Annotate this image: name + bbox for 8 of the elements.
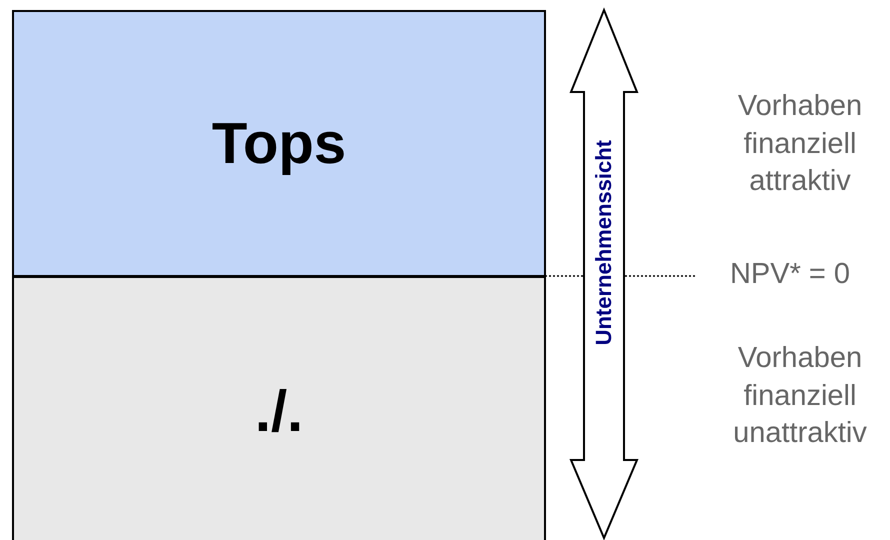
section-box bbox=[12, 276, 546, 540]
section-title: Tops bbox=[212, 110, 346, 177]
note-text: Vorhaben finanziell unattraktiv bbox=[732, 341, 868, 452]
section-title: ./. bbox=[254, 378, 304, 444]
axis-label: Unternehmenssicht bbox=[590, 140, 617, 346]
section-box bbox=[12, 10, 546, 277]
note-text: Vorhaben finanziell attraktiv bbox=[736, 89, 864, 200]
threshold-label: NPV* = 0 bbox=[728, 257, 852, 292]
